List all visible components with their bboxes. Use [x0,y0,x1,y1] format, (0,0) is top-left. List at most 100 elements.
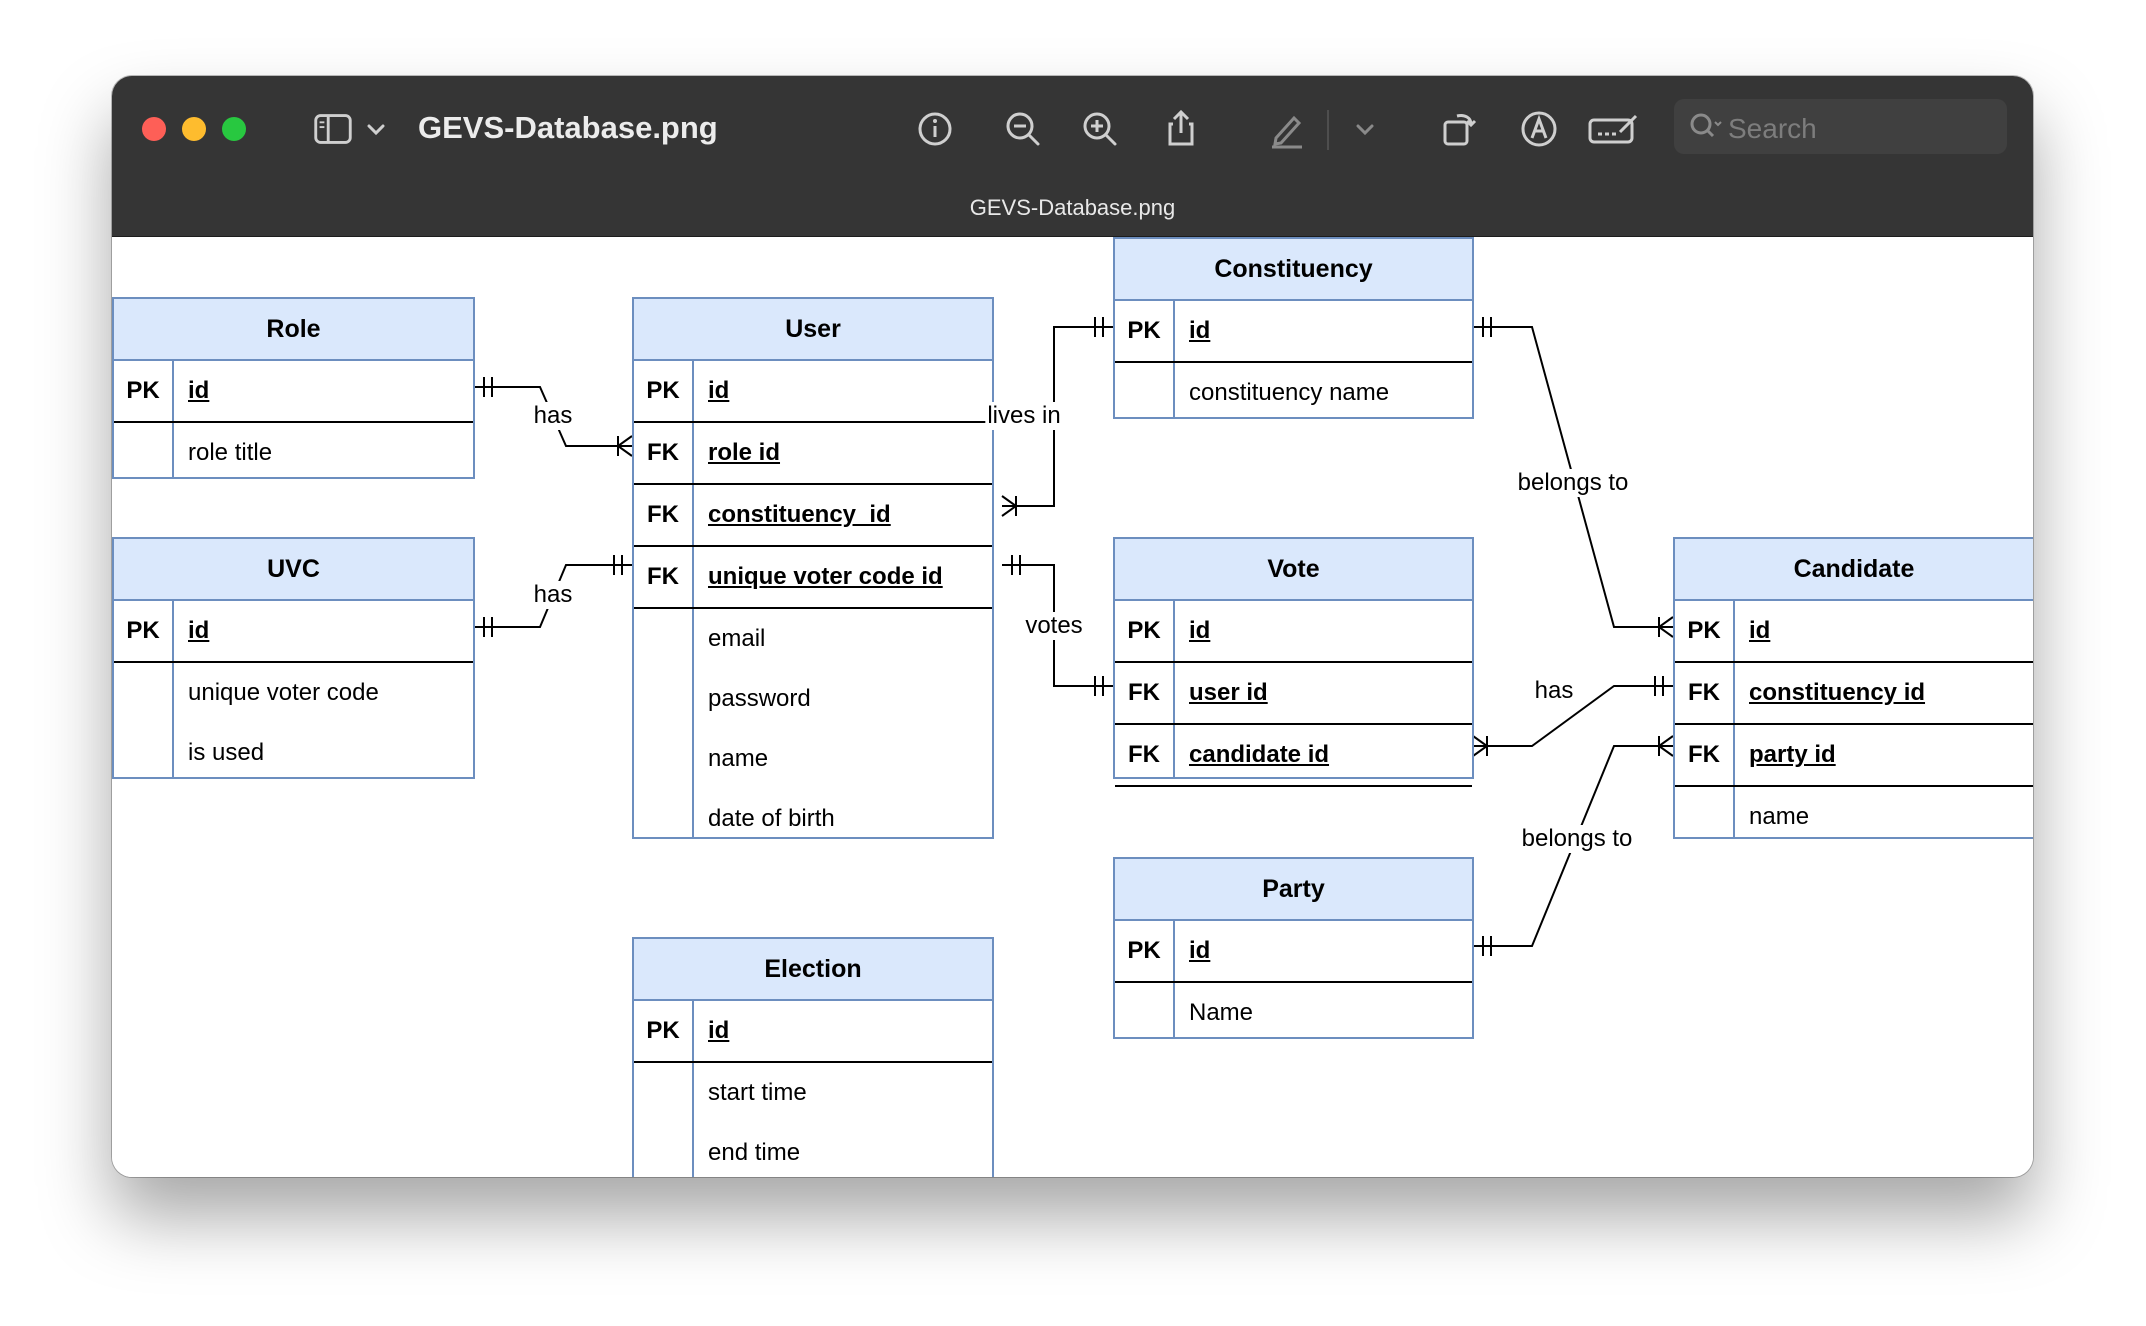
table-row: email [634,609,992,669]
key-label: FK [647,501,679,528]
mark-one-user-uvc [613,555,623,575]
key-label: PK [646,377,680,404]
chevron-down-icon[interactable] [361,106,391,152]
share-icon[interactable] [1158,106,1204,152]
key-label: PK [1127,317,1161,344]
key-label [114,663,172,723]
relationship-label-candidate-vote: has [1532,677,1576,705]
highlight-icon[interactable] [1264,106,1310,152]
zoom-out-icon[interactable] [1000,106,1046,152]
field-name: id [1189,317,1211,344]
relationship-label-party-candidate: belongs to [1519,825,1635,853]
key-label: FK [1128,679,1160,706]
field-name: name [708,745,769,772]
mark-many-candidate-id [1657,616,1674,638]
table-title: UVC [114,539,473,601]
mark-one-user-vote [1011,555,1021,575]
zoom-in-icon[interactable] [1077,106,1123,152]
field-name: is used [188,739,265,766]
table-row: FK unique voter code id [634,547,992,609]
table-title: Vote [1115,539,1472,601]
relationship-label-role-user: has [531,402,575,430]
close-button[interactable] [142,117,166,141]
search-placeholder: Search [1728,113,1817,144]
field-name: role id [708,439,781,466]
key-label [114,423,172,483]
key-label: PK [1687,617,1721,644]
key-label [634,729,692,789]
key-label [634,1063,692,1123]
field-name: candidate id [1189,741,1330,768]
field-name: start time [708,1079,807,1106]
field-name: id [1749,617,1771,644]
search-field[interactable]: Search [1674,99,2007,154]
key-label: PK [126,377,160,404]
mark-one-candidate-constituency [1654,676,1664,696]
table-row: PK id [634,1001,992,1063]
field-name: name [1749,803,1810,830]
key-column-divider [1733,599,1735,837]
table-row: name [634,729,992,789]
relationship-label-constituency-candidate: belongs to [1515,469,1631,497]
key-column-divider [1173,919,1175,1037]
zoom-button[interactable] [222,117,246,141]
key-label [634,1123,692,1177]
table-row: constituency name [1115,363,1472,423]
key-label: PK [1127,937,1161,964]
field-name: constituency name [1189,379,1390,406]
preview-window: GEVS-Database.png Sear [112,76,2033,1177]
mark-one-role [483,377,493,397]
field-name: id [708,1017,730,1044]
rotate-icon[interactable] [1435,106,1481,152]
info-icon[interactable] [912,106,958,152]
chevron-down-icon[interactable] [1350,106,1380,152]
field-name: id [188,377,210,404]
mark-one-party [1482,936,1492,956]
table-row: password [634,669,992,729]
table-row: unique voter code [114,663,473,723]
field-name: date of birth [708,805,835,832]
minimize-button[interactable] [182,117,206,141]
key-label [1675,787,1733,847]
image-canvas: Role PK id role title UVC PK id unique vot… [112,237,2033,1177]
key-column-divider [1173,599,1175,777]
mark-one-vote-user [1094,676,1104,696]
table-row: PK id [1115,301,1472,363]
table-title: Role [114,299,473,361]
key-label: FK [647,563,679,590]
field-name: id [1189,937,1211,964]
table-row: PK id [1675,601,2033,663]
mark-many-vote-candidate [1472,735,1489,757]
table-row: PK id [114,361,473,423]
key-label: FK [1688,679,1720,706]
toolbar-divider [1327,110,1329,150]
field-name: Name [1189,999,1254,1026]
mark-many-candidate-party [1657,735,1674,757]
field-name: unique voter code id [708,563,943,590]
signature-icon[interactable] [1584,106,1644,152]
window-title: GEVS-Database.png [418,110,718,145]
sidebar-icon[interactable] [309,106,357,152]
er-diagram: Role PK id role title UVC PK id unique vot… [112,237,2033,1177]
document-title: GEVS-Database.png [969,195,1176,220]
mark-one-constituency-right [1482,317,1492,337]
key-column-divider [172,599,174,777]
mark-many-user-constituency [1001,495,1018,517]
key-label [114,723,172,783]
table-row: date of birth [634,789,992,849]
relationship-label-uvc-user: has [531,581,575,609]
field-name: role title [188,439,273,466]
field-name: email [708,625,766,652]
key-label [634,609,692,669]
key-label: PK [646,1017,680,1044]
markup-icon[interactable] [1516,106,1562,152]
field-name: party id [1749,741,1836,768]
key-label [634,789,692,849]
title-bar: GEVS-Database.png Sear [112,76,2033,237]
